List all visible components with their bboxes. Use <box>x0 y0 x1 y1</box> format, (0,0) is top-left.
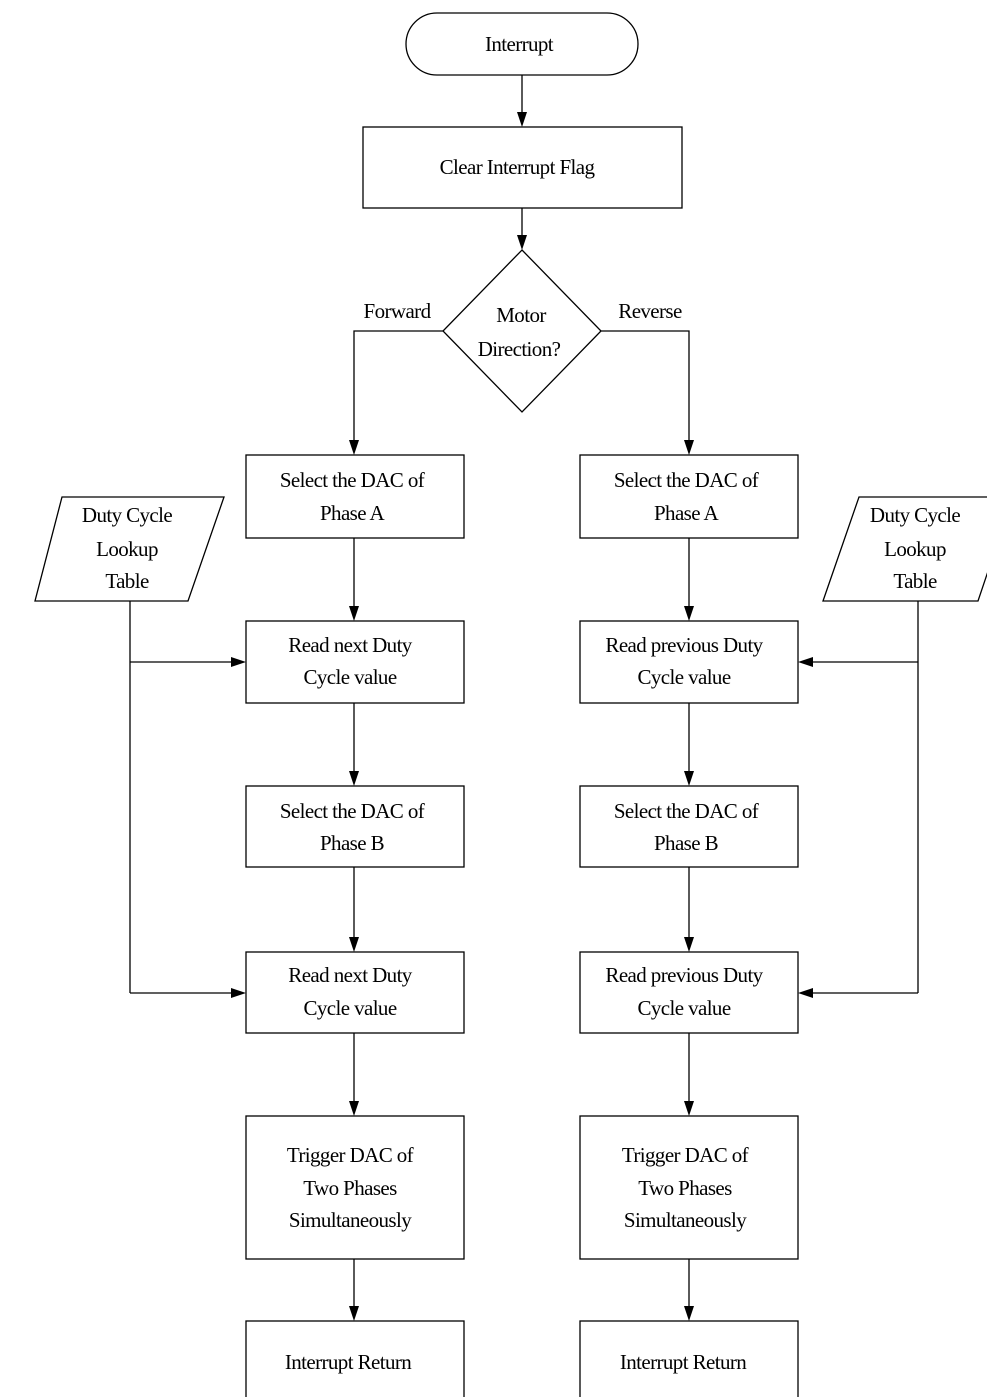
reverse-trigger-dac-box: Trigger DAC of Two Phases Simultaneously <box>579 1115 799 1260</box>
reverse-read-duty-cycle-2-line-1: Read previous Duty <box>605 963 763 987</box>
forward-interrupt-return-label: Interrupt Return <box>285 1350 412 1374</box>
left-lookup-table-line-3: Table <box>105 569 149 593</box>
forward-select-dac-phase-b-line-2: Phase B <box>320 831 384 855</box>
connector-start-to-clear <box>517 75 527 127</box>
motor-direction-decision: Motor Direction? <box>442 249 602 413</box>
reverse-select-dac-phase-b-line-2: Phase B <box>654 831 718 855</box>
forward-select-dac-phase-b-box: Select the DAC of Phase B <box>245 785 465 868</box>
forward-branch-label: Forward <box>364 299 432 323</box>
connector-reverse-a-to-read1 <box>684 538 694 621</box>
reverse-select-dac-phase-a-box: Select the DAC of Phase A <box>579 454 799 539</box>
connector-decision-to-reverse <box>601 330 694 455</box>
reverse-select-dac-phase-a-line-2: Phase A <box>654 501 719 525</box>
clear-interrupt-flag-box: Clear Interrupt Flag <box>362 126 683 209</box>
forward-read-duty-cycle-2-line-2: Cycle value <box>303 996 396 1020</box>
decision-label-line-1: Motor <box>496 303 546 327</box>
reverse-read-duty-cycle-1-box: Read previous Duty Cycle value <box>579 620 799 704</box>
connector-right-table-feed <box>798 601 919 998</box>
connector-left-table-feed <box>129 601 246 998</box>
reverse-trigger-dac-line-1: Trigger DAC of <box>622 1143 749 1167</box>
reverse-read-duty-cycle-1-line-1: Read previous Duty <box>605 633 763 657</box>
forward-interrupt-return-box: Interrupt Return <box>245 1320 465 1397</box>
connector-reverse-read2-to-trigger <box>684 1033 694 1116</box>
connector-reverse-read1-to-b <box>684 703 694 786</box>
reverse-select-dac-phase-a-line-1: Select the DAC of <box>614 468 759 492</box>
reverse-read-duty-cycle-2-box: Read previous Duty Cycle value <box>579 951 799 1034</box>
forward-trigger-dac-line-2: Two Phases <box>303 1176 397 1200</box>
start-terminal-label: Interrupt <box>485 32 554 56</box>
forward-read-duty-cycle-2-box: Read next Duty Cycle value <box>245 951 465 1034</box>
clear-interrupt-flag-label: Clear Interrupt Flag <box>440 155 596 179</box>
forward-read-duty-cycle-1-line-1: Read next Duty <box>288 633 413 657</box>
forward-select-dac-phase-a-line-2: Phase A <box>320 501 385 525</box>
left-duty-cycle-lookup-table: Duty Cycle Lookup Table <box>34 496 225 602</box>
reverse-read-duty-cycle-1-line-2: Cycle value <box>637 665 730 689</box>
connector-forward-read1-to-b <box>349 703 359 786</box>
reverse-interrupt-return-label: Interrupt Return <box>620 1350 747 1374</box>
connector-forward-read2-to-trigger <box>349 1033 359 1116</box>
reverse-trigger-dac-line-3: Simultaneously <box>624 1208 747 1232</box>
reverse-select-dac-phase-b-line-1: Select the DAC of <box>614 799 759 823</box>
right-lookup-table-line-3: Table <box>893 569 937 593</box>
forward-select-dac-phase-a-box: Select the DAC of Phase A <box>245 454 465 539</box>
left-lookup-table-line-2: Lookup <box>96 537 158 561</box>
right-duty-cycle-lookup-table: Duty Cycle Lookup Table <box>822 496 987 602</box>
forward-trigger-dac-line-3: Simultaneously <box>289 1208 412 1232</box>
reverse-select-dac-phase-b-box: Select the DAC of Phase B <box>579 785 799 868</box>
right-lookup-table-line-1: Duty Cycle <box>870 503 961 527</box>
connector-decision-to-forward <box>349 330 443 455</box>
connector-reverse-trigger-to-return <box>684 1259 694 1321</box>
connector-clear-to-decision <box>517 208 527 250</box>
connector-forward-b-to-read2 <box>349 867 359 952</box>
connector-reverse-b-to-read2 <box>684 867 694 952</box>
connector-forward-a-to-read1 <box>349 538 359 621</box>
decision-label-line-2: Direction? <box>478 337 561 361</box>
forward-select-dac-phase-b-line-1: Select the DAC of <box>280 799 425 823</box>
connector-forward-trigger-to-return <box>349 1259 359 1321</box>
right-lookup-table-line-2: Lookup <box>884 537 946 561</box>
forward-read-duty-cycle-1-box: Read next Duty Cycle value <box>245 620 465 704</box>
forward-select-dac-phase-a-line-1: Select the DAC of <box>280 468 425 492</box>
reverse-branch-label: Reverse <box>618 299 682 323</box>
forward-read-duty-cycle-1-line-2: Cycle value <box>303 665 396 689</box>
reverse-trigger-dac-line-2: Two Phases <box>638 1176 732 1200</box>
left-lookup-table-line-1: Duty Cycle <box>82 503 173 527</box>
forward-trigger-dac-box: Trigger DAC of Two Phases Simultaneously <box>245 1115 465 1260</box>
start-terminal: Interrupt <box>405 12 639 76</box>
forward-trigger-dac-line-1: Trigger DAC of <box>287 1143 414 1167</box>
reverse-interrupt-return-box: Interrupt Return <box>579 1320 799 1397</box>
reverse-read-duty-cycle-2-line-2: Cycle value <box>637 996 730 1020</box>
forward-read-duty-cycle-2-line-1: Read next Duty <box>288 963 413 987</box>
